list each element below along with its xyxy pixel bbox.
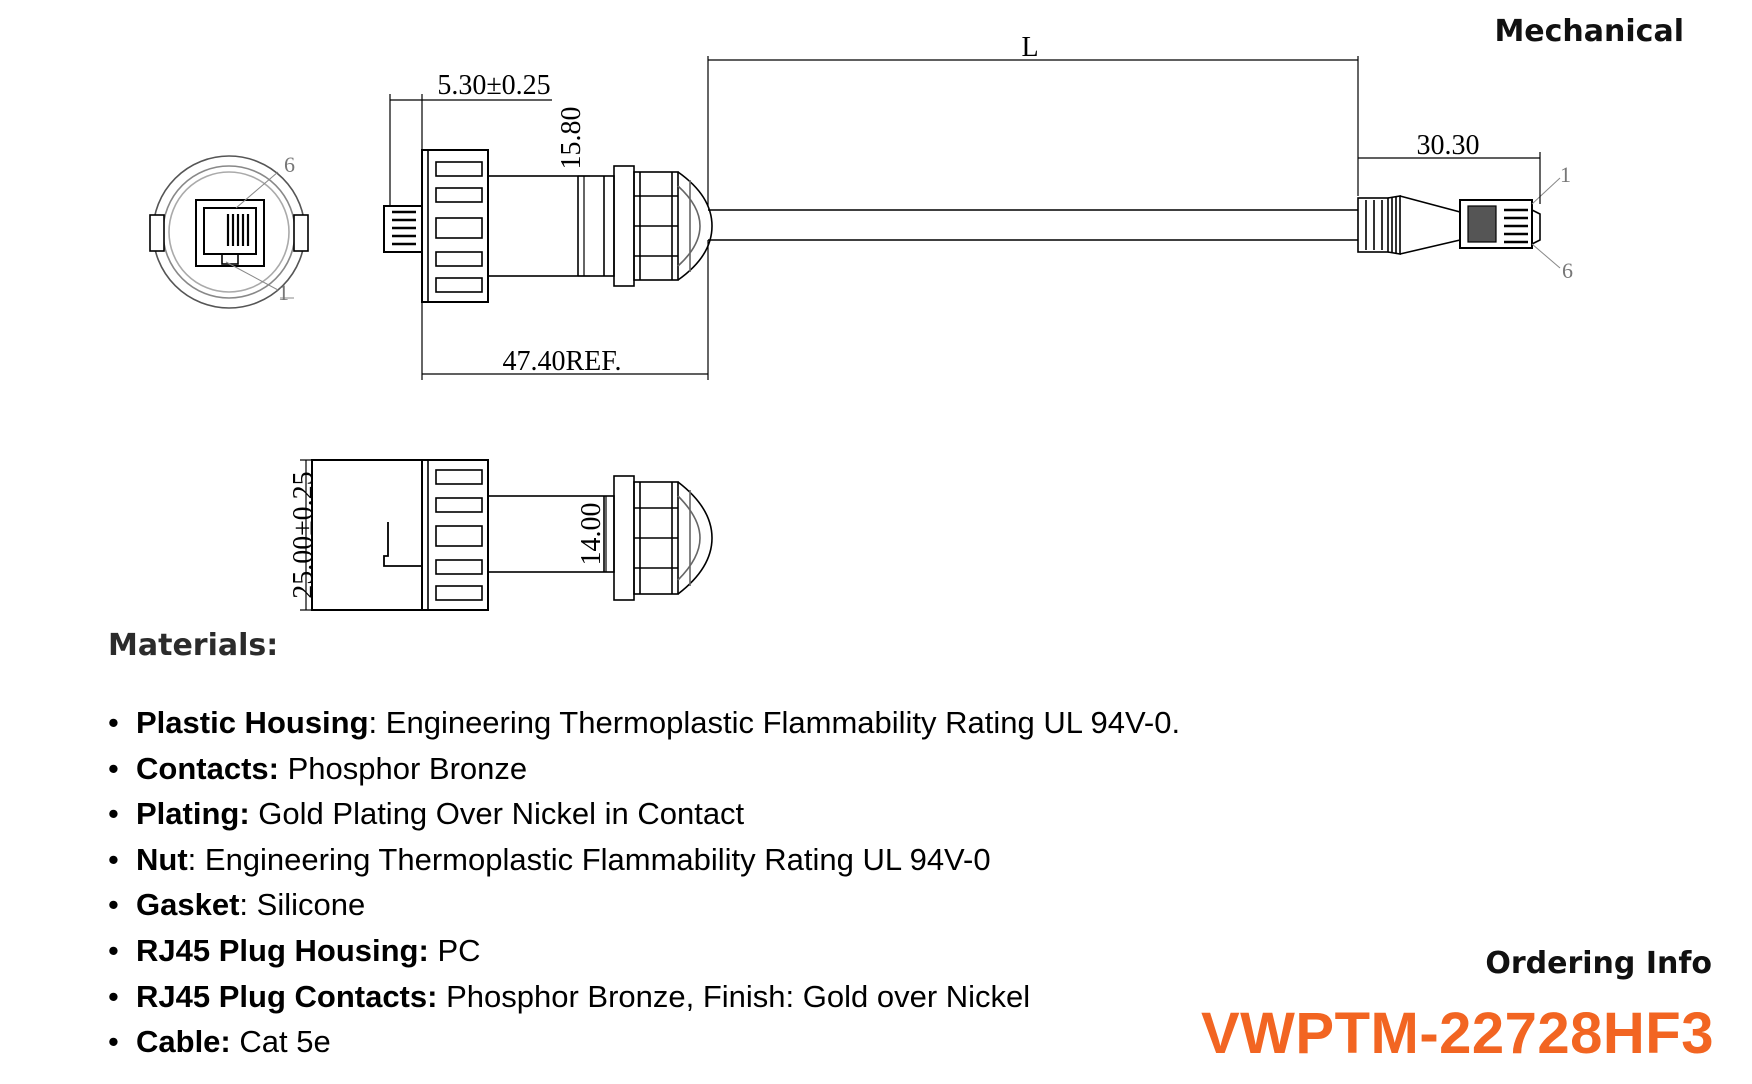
bullet: • <box>108 1024 119 1060</box>
list-item: • Gasket: Silicone <box>108 882 1180 928</box>
bullet: • <box>108 932 119 968</box>
material-value: Phosphor Bronze, Finish: Gold over Nicke… <box>446 978 1031 1014</box>
dim-face-width: 5.30±0.25 <box>437 70 550 101</box>
bullet: • <box>108 978 119 1014</box>
material-term: Gasket <box>136 887 240 923</box>
list-item: • Plating: Gold Plating Over Nickel in Co… <box>108 791 1180 837</box>
mechanical-title: Mechanical <box>1494 14 1684 49</box>
dim-plug-length: 30.30 <box>1417 130 1480 161</box>
mechanical-drawing: L 5.30±0.25 15.80 47.40REF. 30.30 25.00±… <box>149 32 1573 611</box>
material-sep <box>279 751 288 786</box>
material-term: Plating: <box>136 796 250 832</box>
material-value: PC <box>437 932 481 968</box>
material-term: Nut <box>136 841 188 877</box>
material-sep <box>437 979 446 1014</box>
material-sep <box>250 796 259 831</box>
list-item: • Cable: Cat 5e <box>108 1019 1180 1065</box>
front-view-connector <box>149 155 309 309</box>
pin-label-front-bottom: 1 <box>278 280 289 305</box>
material-term: RJ45 Plug Housing: <box>136 932 429 968</box>
bullet: • <box>108 887 119 923</box>
dim-body-height: 15.80 <box>556 107 587 170</box>
list-item: • RJ45 Plug Housing: PC <box>108 928 1180 974</box>
bullet: • <box>108 841 119 877</box>
dim-overall-ref: 47.40REF. <box>502 346 621 377</box>
dim-length: L <box>1021 32 1038 63</box>
bottom-view-connector <box>300 459 713 611</box>
bullet: • <box>108 705 119 740</box>
material-value: Engineering Thermoplastic Flammability R… <box>204 841 991 877</box>
material-value: Phosphor Bronze <box>287 750 528 786</box>
material-term: Cable: <box>136 1024 231 1060</box>
dim-nut-height: 14.00 <box>576 503 607 566</box>
material-sep: : <box>187 841 205 877</box>
list-item: • Nut: Engineering Thermoplastic Flammabi… <box>108 837 1180 883</box>
side-view-connector <box>383 149 1561 303</box>
material-sep: : <box>239 887 257 923</box>
list-item: • Contacts: Phosphor Bronze <box>108 746 1180 792</box>
ordering-info-title: Ordering Info <box>1485 946 1712 981</box>
dimension-lines <box>389 56 1541 380</box>
materials-title: Materials: <box>108 628 279 663</box>
material-value: Silicone <box>256 887 366 923</box>
material-sep: : <box>368 705 386 740</box>
list-item: • Plastic Housing: Engineering Thermoplas… <box>108 700 1180 746</box>
list-item: • RJ45 Plug Contacts: Phosphor Bronze, Fi… <box>108 974 1180 1020</box>
bullet: • <box>108 750 119 786</box>
part-number: VWPTM-22728HF3 <box>1200 1001 1714 1066</box>
materials-list: • Plastic Housing: Engineering Thermoplas… <box>108 700 1180 1065</box>
material-value: Engineering Thermoplastic Flammability R… <box>385 705 1181 740</box>
material-term: Contacts: <box>136 750 279 786</box>
material-value: Gold Plating Over Nickel in Contact <box>258 796 745 832</box>
pin-label-front-top: 6 <box>284 152 295 177</box>
material-term: RJ45 Plug Contacts: <box>136 978 438 1014</box>
pin-label-plug-top: 1 <box>1560 162 1571 187</box>
dim-flange-height: 25.00±0.25 <box>288 471 319 598</box>
pin-label-plug-bottom: 6 <box>1562 258 1573 283</box>
material-value: Cat 5e <box>239 1024 331 1060</box>
material-term: Plastic Housing <box>136 705 369 740</box>
bullet: • <box>108 796 119 832</box>
